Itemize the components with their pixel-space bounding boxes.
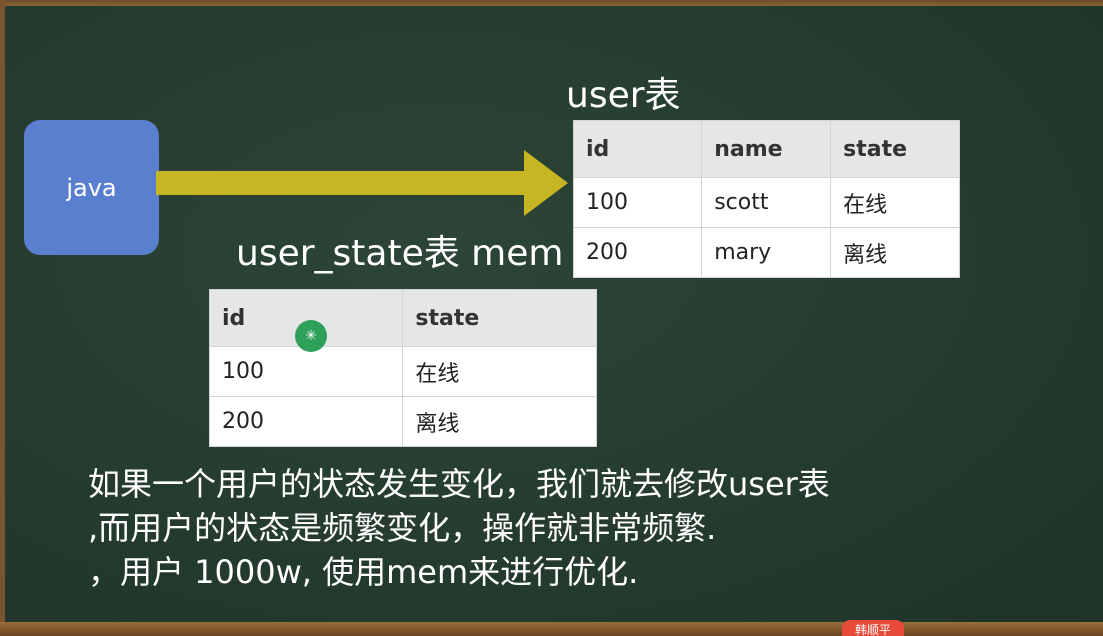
table-cell: mary [701, 227, 832, 278]
board-frame-bottom [0, 622, 1103, 636]
board-frame-left [0, 0, 5, 636]
description-line: ，用户 1000w, 使用mem来进行优化. [88, 553, 639, 591]
table-row: 200 离线 [208, 396, 597, 447]
table-cell: 离线 [402, 396, 597, 447]
header-cell: state [830, 120, 960, 178]
table-cell: 100 [208, 346, 404, 397]
header-cell: state [402, 289, 597, 347]
corner-badge[interactable]: 韩顺平 [842, 620, 904, 636]
table-cell: 100 [572, 177, 703, 228]
arrow-right-icon [156, 150, 568, 216]
table-cell: 在线 [402, 346, 597, 397]
table-row: 100 在线 [208, 346, 597, 397]
description-line: ,而用户的状态是频繁变化，操作就非常频繁. [88, 509, 717, 547]
table-cell: 在线 [830, 177, 960, 228]
arrow-shape [156, 150, 568, 216]
board-frame-top [0, 0, 1103, 6]
header-cell: name [701, 120, 832, 178]
state-table-title: user_state表 mem [236, 233, 564, 274]
table-header-row: id name state [572, 120, 960, 178]
user-table: id name state 100 scott 在线 200 mary 离线 [572, 120, 960, 278]
description-line: 如果一个用户的状态发生变化，我们就去修改user表 [88, 465, 830, 503]
table-cell: 离线 [830, 227, 960, 278]
java-label: java [66, 173, 117, 202]
table-cell: 200 [208, 396, 404, 447]
description-text: 如果一个用户的状态发生变化，我们就去修改user表 ,而用户的状态是频繁变化，操… [88, 462, 830, 594]
header-cell: id [572, 120, 703, 178]
table-cell: 200 [572, 227, 703, 278]
user-state-table: id state 100 在线 200 离线 [208, 289, 597, 447]
user-table-title: user表 [566, 75, 681, 116]
table-header-row: id state [208, 289, 597, 347]
header-cell: id [208, 289, 404, 347]
table-row: 100 scott 在线 [572, 177, 960, 228]
cursor-highlight-icon: ✳ [295, 320, 327, 352]
java-box: java [24, 120, 159, 255]
table-cell: scott [701, 177, 832, 228]
table-row: 200 mary 离线 [572, 227, 960, 278]
